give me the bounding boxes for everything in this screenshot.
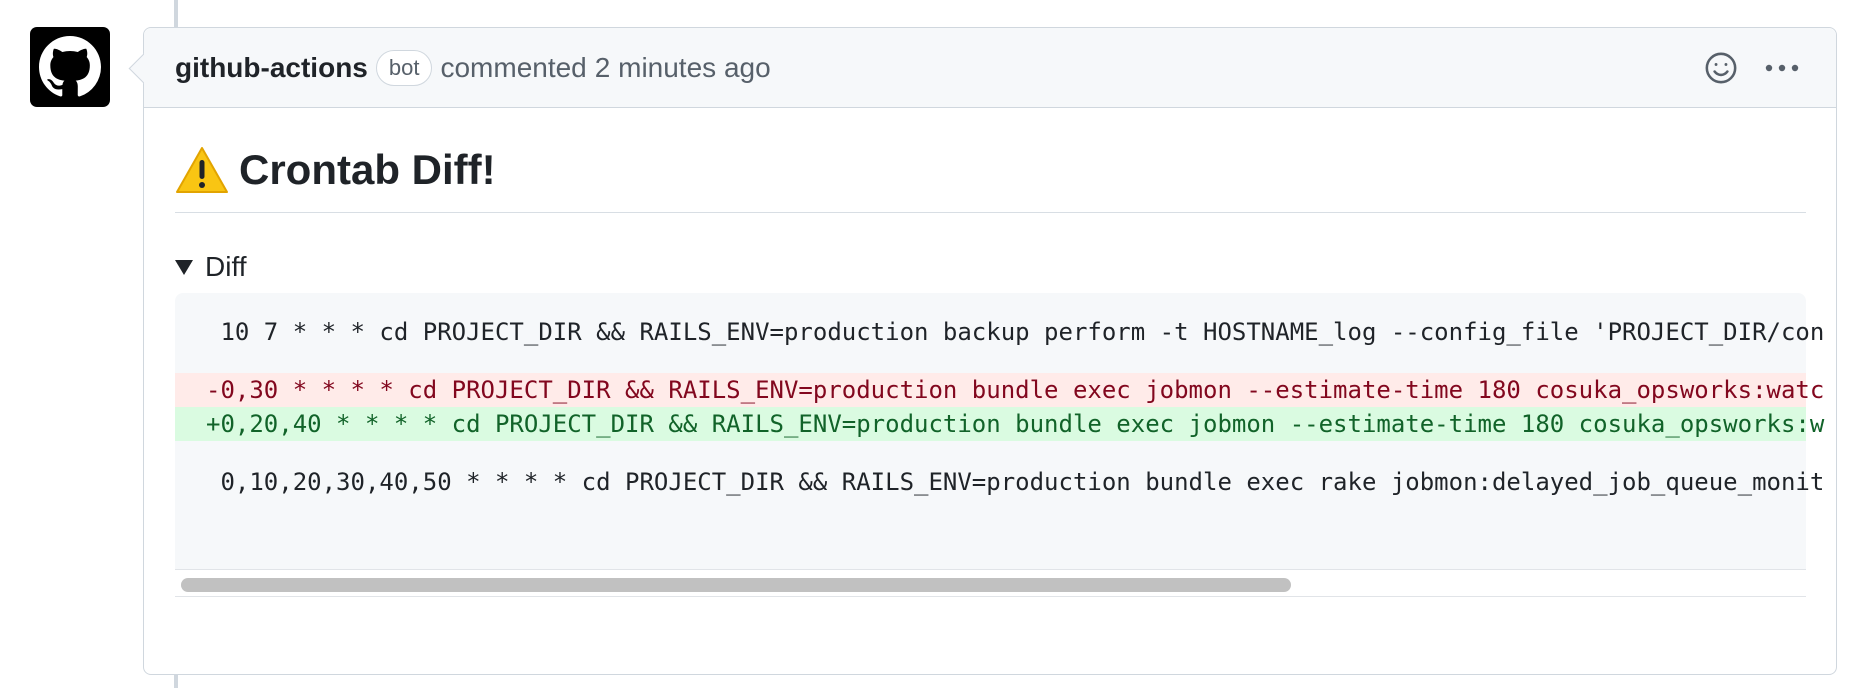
- diff-line-deleted: -0,30 * * * * cd PROJECT_DIR && RAILS_EN…: [175, 373, 1824, 407]
- diff-code-block[interactable]: 10 7 * * * cd PROJECT_DIR && RAILS_ENV=p…: [175, 293, 1824, 597]
- kebab-horizontal-icon: [1765, 64, 1799, 71]
- diff-line-context: 0,10,20,30,40,50 * * * * cd PROJECT_DIR …: [206, 468, 1825, 496]
- scrollbar-thumb[interactable]: [181, 578, 1291, 592]
- add-reaction-button[interactable]: [1704, 51, 1738, 85]
- diff-line-added: +0,20,40 * * * * cd PROJECT_DIR && RAILS…: [175, 407, 1824, 441]
- details-summary-label: Diff: [205, 251, 247, 282]
- smiley-icon: [1705, 52, 1737, 83]
- horizontal-scrollbar[interactable]: [175, 569, 1806, 597]
- details-summary[interactable]: Diff: [175, 251, 1806, 283]
- diff-line-context: 10 7 * * * cd PROJECT_DIR && RAILS_ENV=p…: [206, 318, 1825, 346]
- avatar[interactable]: [30, 27, 110, 107]
- comment-timestamp[interactable]: 2 minutes ago: [594, 51, 771, 83]
- comment-heading: Crontab Diff!: [175, 146, 1806, 213]
- comment-card: github-actions bot commented 2 minutes a…: [143, 27, 1837, 675]
- warning-emoji-icon: [175, 146, 229, 194]
- triangle-down-icon: [175, 259, 193, 275]
- heading-text: Crontab Diff!: [239, 146, 496, 193]
- comment-body: Crontab Diff! Diff 10 7 * * * cd PROJECT…: [175, 108, 1824, 597]
- comment-action: commented: [440, 51, 587, 83]
- author-link[interactable]: github-actions: [175, 51, 368, 83]
- comment-header: github-actions bot commented 2 minutes a…: [144, 28, 1836, 108]
- github-mark-icon: [39, 36, 101, 97]
- comment-menu-button[interactable]: [1764, 63, 1800, 73]
- header-actions: [1704, 51, 1800, 85]
- bot-badge: bot: [375, 49, 433, 86]
